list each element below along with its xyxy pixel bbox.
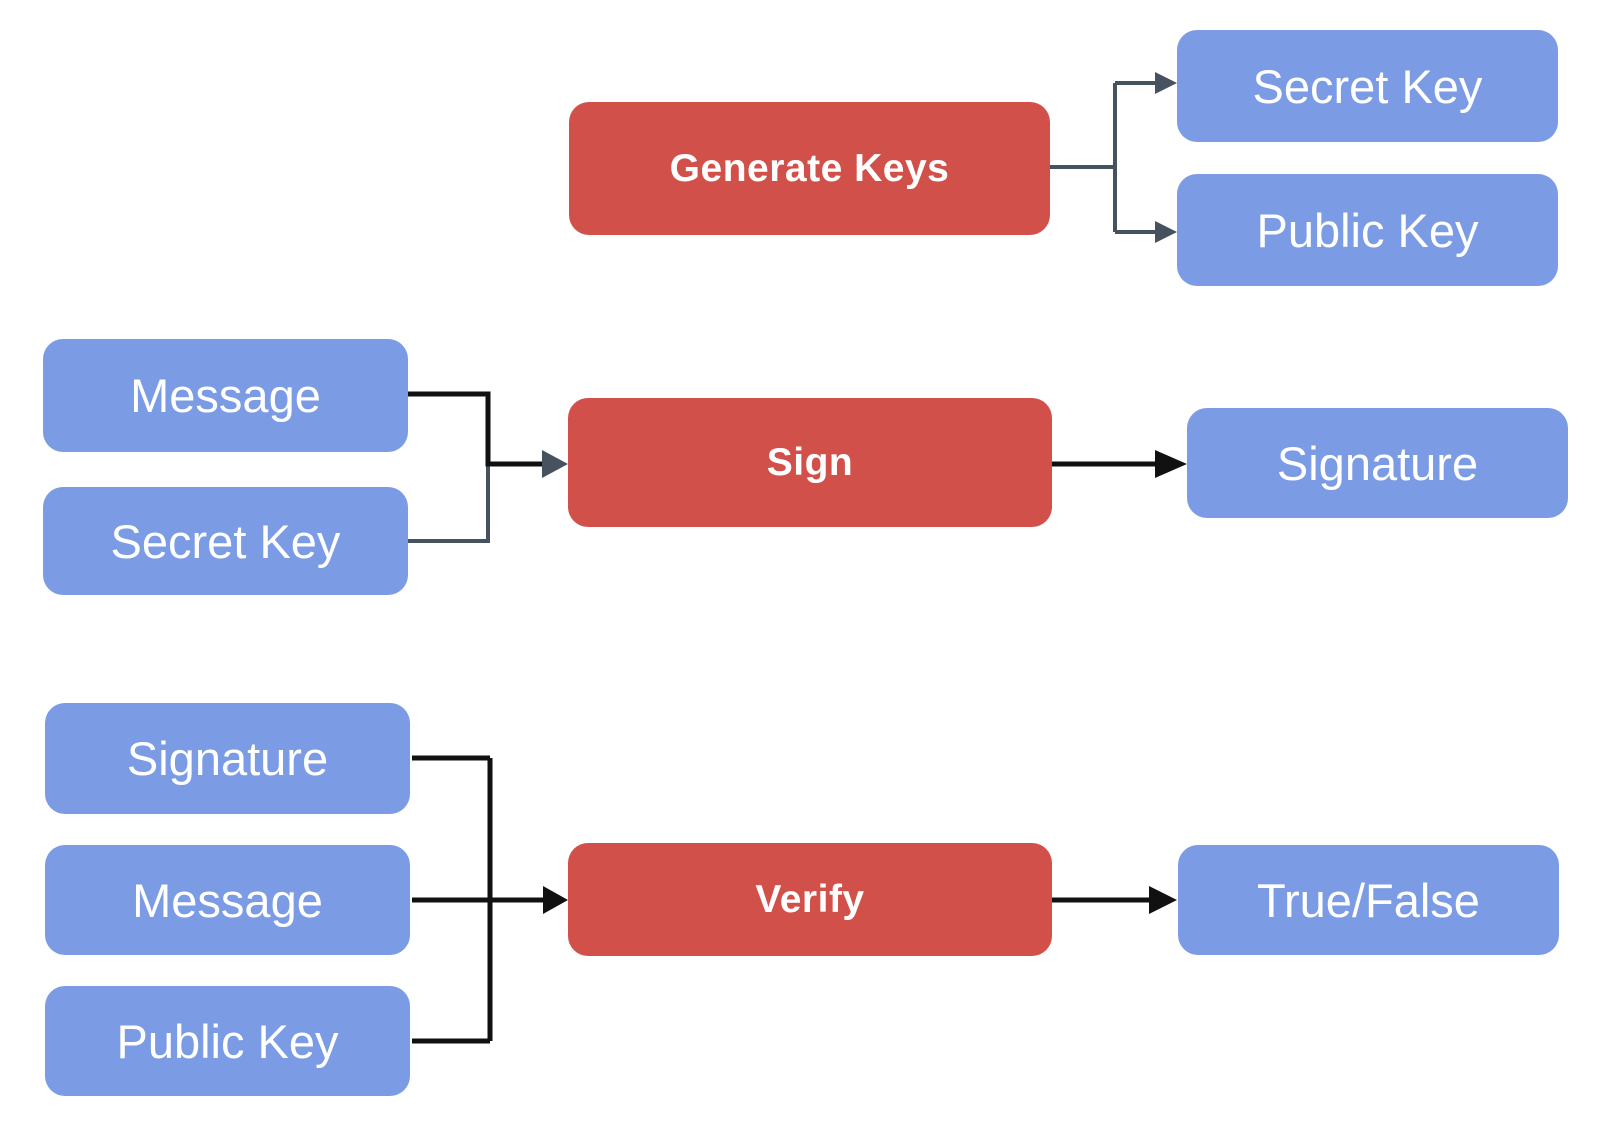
true-false-result-label: True/False — [1257, 873, 1480, 927]
signature-output-label: Signature — [1276, 436, 1479, 490]
connector-sign-to-signature — [1052, 450, 1187, 478]
true-false-result-node: True/False — [1178, 845, 1559, 955]
secret-key-output-label: Secret Key — [1252, 59, 1483, 113]
secret-key-output-node: Secret Key — [1177, 30, 1558, 142]
verify-label: Verify — [755, 877, 865, 921]
verify-input-message-label: Message — [132, 873, 323, 927]
arrowhead-to-secret-key — [1155, 72, 1177, 94]
arrowhead-to-verify — [543, 886, 568, 914]
generate-keys-node: Generate Keys — [569, 102, 1050, 235]
sign-input-secret-key-node: Secret Key — [43, 487, 408, 595]
arrowhead-to-signature — [1155, 450, 1187, 478]
sign-node: Sign — [568, 398, 1052, 527]
connector-secret-key-to-sign — [408, 462, 545, 543]
public-key-output-node: Public Key — [1177, 174, 1558, 286]
sign-input-secret-key-label: Secret Key — [110, 514, 341, 568]
verify-node: Verify — [568, 843, 1052, 956]
connector-message-to-sign — [408, 391, 568, 478]
verify-input-signature-label: Signature — [126, 732, 329, 785]
verify-input-public-key-label: Public Key — [116, 1014, 339, 1068]
verify-input-signature-node: Signature — [45, 703, 410, 814]
connector-verify-to-truefalse — [1052, 886, 1177, 914]
verify-input-message-node: Message — [45, 845, 410, 955]
sign-input-message-label: Message — [130, 369, 321, 422]
signature-output-node: Signature — [1187, 408, 1568, 518]
generate-keys-label: Generate Keys — [669, 146, 950, 190]
arrowhead-to-sign — [542, 450, 568, 478]
connector-generate-to-keys — [1050, 72, 1177, 243]
connector-inputs-to-verify — [412, 755, 568, 1044]
arrowhead-to-truefalse — [1149, 886, 1177, 914]
sign-label: Sign — [766, 440, 854, 484]
arrowhead-to-public-key — [1155, 221, 1177, 243]
public-key-output-label: Public Key — [1256, 203, 1479, 257]
verify-input-public-key-node: Public Key — [45, 986, 410, 1096]
sign-input-message-node: Message — [43, 339, 408, 452]
